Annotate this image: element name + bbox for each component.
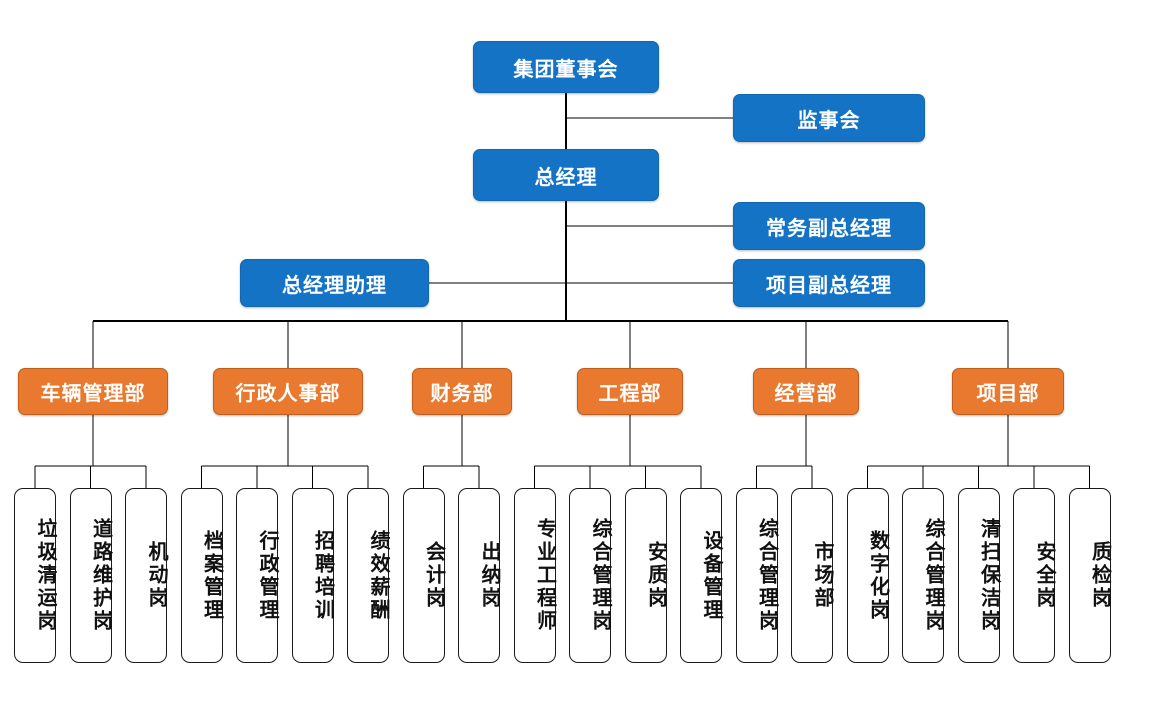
node-project-vice-gm[interactable]: 项目副总经理 xyxy=(733,259,925,307)
node-label: 安全岗 xyxy=(1033,541,1055,610)
leaf-engineer-3[interactable]: 设备管理 xyxy=(680,488,722,663)
leaf-project-0[interactable]: 数字化岗 xyxy=(846,488,889,663)
node-label: 行政人事部 xyxy=(235,383,341,405)
node-label: 会计岗 xyxy=(422,541,445,610)
node-department-business[interactable]: 经营部 xyxy=(753,368,859,415)
node-label: 专业工程师 xyxy=(533,518,556,633)
node-label: 综合管理岗 xyxy=(755,518,778,633)
node-label: 数字化岗 xyxy=(866,529,889,622)
node-label: 集团董事会 xyxy=(513,58,619,81)
node-label: 安质岗 xyxy=(644,541,667,610)
node-label: 项目部 xyxy=(976,383,1040,405)
leaf-project-3[interactable]: 安全岗 xyxy=(1013,488,1055,663)
node-label: 项目副总经理 xyxy=(766,274,892,297)
node-label: 档案管理 xyxy=(200,529,223,622)
node-executive-vice-gm[interactable]: 常务副总经理 xyxy=(733,202,925,250)
node-label: 工程部 xyxy=(598,383,662,405)
leaf-business-0[interactable]: 综合管理岗 xyxy=(735,488,778,663)
node-label: 招聘培训 xyxy=(311,529,334,622)
leaf-project-2[interactable]: 清扫保洁岗 xyxy=(957,488,1000,663)
node-supervisors[interactable]: 监事会 xyxy=(733,94,925,142)
leaf-project-1[interactable]: 综合管理岗 xyxy=(902,488,944,663)
leaf-admin_hr-1[interactable]: 行政管理 xyxy=(236,488,278,663)
leaf-engineer-1[interactable]: 综合管理岗 xyxy=(569,488,611,663)
leaf-project-4[interactable]: 质检岗 xyxy=(1068,488,1111,663)
leaf-engineer-2[interactable]: 安质岗 xyxy=(624,488,667,663)
node-label: 设备管理 xyxy=(700,529,722,622)
node-gm-assistant[interactable]: 总经理助理 xyxy=(240,259,429,307)
leaf-vehicle-2[interactable]: 机动岗 xyxy=(125,488,167,663)
node-department-engineer[interactable]: 工程部 xyxy=(577,368,683,415)
leaf-finance-0[interactable]: 会计岗 xyxy=(402,488,445,663)
node-label: 行政管理 xyxy=(256,529,278,622)
node-label: 综合管理岗 xyxy=(589,518,611,633)
node-label: 综合管理岗 xyxy=(922,518,944,633)
node-label: 常务副总经理 xyxy=(766,217,892,240)
node-department-finance[interactable]: 财务部 xyxy=(412,368,512,415)
node-label: 经营部 xyxy=(774,383,838,405)
node-label: 总经理 xyxy=(534,166,598,189)
node-department-project[interactable]: 项目部 xyxy=(952,368,1064,415)
node-label: 机动岗 xyxy=(145,541,167,610)
leaf-admin_hr-2[interactable]: 招聘培训 xyxy=(291,488,334,663)
leaf-vehicle-1[interactable]: 道路维护岗 xyxy=(69,488,112,663)
node-label: 财务部 xyxy=(430,383,494,405)
leaf-vehicle-0[interactable]: 垃圾清运岗 xyxy=(14,488,56,663)
leaf-finance-1[interactable]: 出纳岗 xyxy=(458,488,500,663)
node-label: 车辆管理部 xyxy=(40,383,146,405)
leaf-business-1[interactable]: 市场部 xyxy=(791,488,833,663)
node-label: 垃圾清运岗 xyxy=(34,518,56,633)
node-label: 市场部 xyxy=(811,541,833,610)
node-board[interactable]: 集团董事会 xyxy=(473,41,659,93)
node-general-manager[interactable]: 总经理 xyxy=(473,149,659,201)
node-label: 出纳岗 xyxy=(478,541,500,610)
node-department-admin_hr[interactable]: 行政人事部 xyxy=(213,368,363,415)
leaf-admin_hr-3[interactable]: 绩效薪酬 xyxy=(347,488,389,663)
node-department-vehicle[interactable]: 车辆管理部 xyxy=(18,368,168,415)
node-label: 总经理助理 xyxy=(282,274,387,297)
node-label: 清扫保洁岗 xyxy=(977,518,1000,633)
node-label: 监事会 xyxy=(797,109,861,132)
leaf-engineer-0[interactable]: 专业工程师 xyxy=(513,488,556,663)
node-label: 绩效薪酬 xyxy=(367,529,389,622)
leaf-admin_hr-0[interactable]: 档案管理 xyxy=(180,488,223,663)
node-label: 道路维护岗 xyxy=(89,518,112,633)
node-label: 质检岗 xyxy=(1088,541,1111,610)
